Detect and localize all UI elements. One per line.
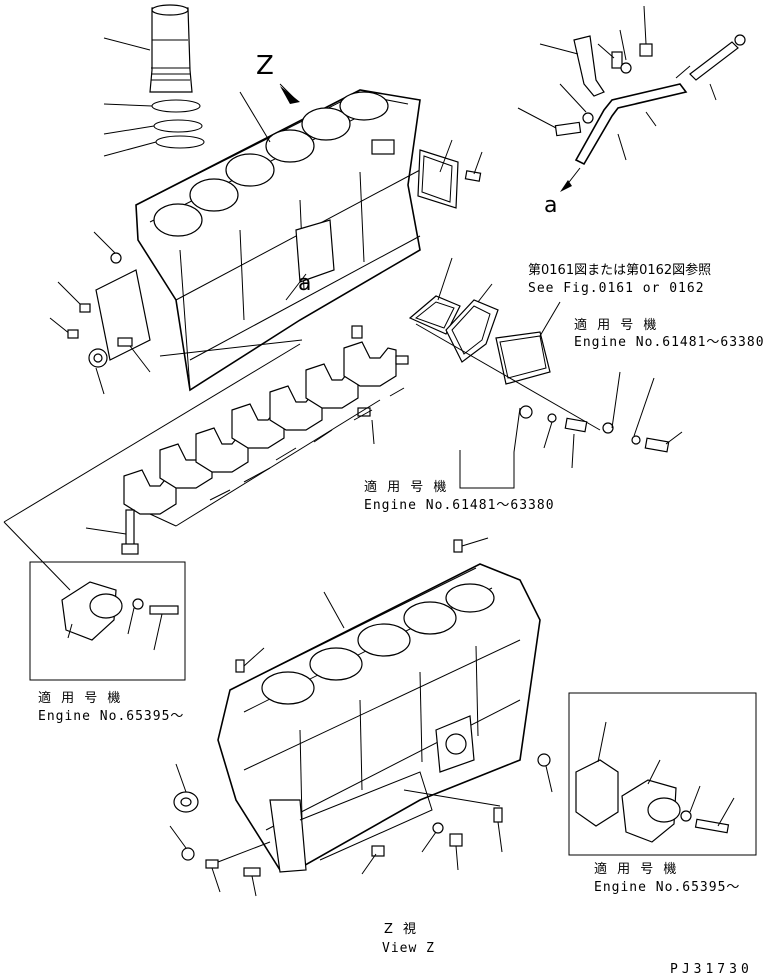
block-ref-a: a [298,271,313,296]
view-marker-z: Z [256,51,275,81]
see-figure-en: See Fig.0161 or 0162 [528,281,705,296]
o-rings [103,99,205,157]
applicability-left-box-jp: 適 用 号 機 [38,691,124,706]
leaders-lower-block [169,537,553,897]
dipstick-assembly [517,5,746,192]
cylinder-block-lower [217,563,541,873]
view-z-arrow [279,83,300,104]
side-cover [417,139,483,209]
applicability-right-upper-jp: 適 用 号 機 [574,318,660,333]
cylinder-block-upper [95,89,421,392]
view-label-en: View Z [382,941,435,956]
applicability-right-upper-en: Engine No.61481～63380 [574,335,765,350]
applicability-mid-jp: 適 用 号 機 [364,480,450,495]
leaders-upper-block [49,91,307,395]
cylinder-liner [103,4,193,93]
left-inset-box [3,343,301,681]
right-inset-box [568,692,757,856]
view-label-jp: Z 視 [384,922,420,937]
see-figure-jp: 第0161図または第0162図参照 [528,263,712,278]
main-bearing-caps [123,325,409,527]
applicability-mid-en: Engine No.61481～63380 [364,498,555,513]
mid-cover-gaskets [408,257,683,489]
drawing-code: PJ31730 [670,962,753,977]
dipstick-ref-a: a [544,193,559,218]
cap-bolt [85,509,139,555]
applicability-left-box-en: Engine No.65395～ [38,709,185,724]
applicability-right-box-jp: 適 用 号 機 [594,862,680,877]
applicability-right-box-en: Engine No.65395～ [594,880,741,895]
